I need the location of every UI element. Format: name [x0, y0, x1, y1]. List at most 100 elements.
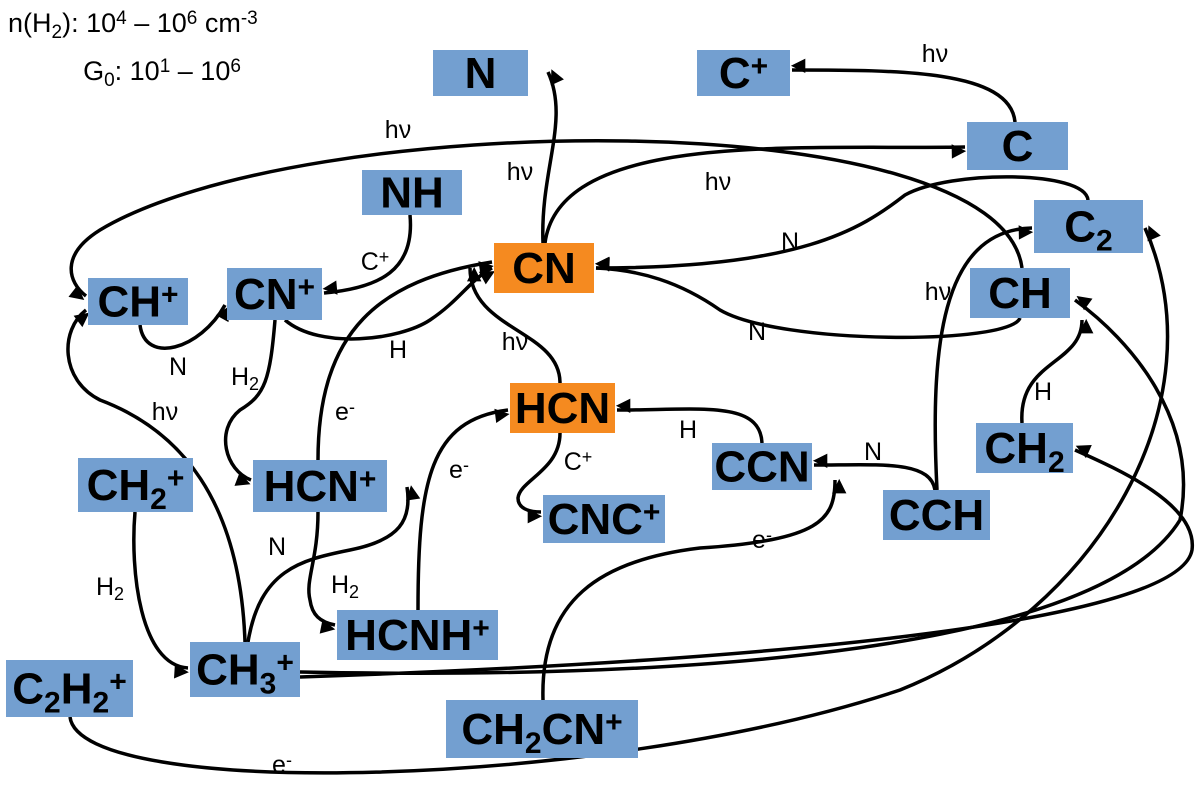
- arrow-CHp-to-CNp: [138, 304, 230, 350]
- reaction-label-HCNp-to-HCNHp: H2: [331, 571, 359, 602]
- arrow-CN-to-N: [541, 69, 564, 244]
- text-run: – 10: [170, 56, 230, 86]
- species-box: [253, 460, 387, 512]
- supscript: +: [109, 666, 127, 699]
- text-run: hν: [705, 168, 731, 196]
- reaction-label-CN-to-N: hν: [507, 158, 533, 186]
- supscript: +: [161, 279, 179, 312]
- text-run: CH: [988, 269, 1052, 318]
- text-run: C: [564, 448, 582, 476]
- species-label: C+: [719, 49, 768, 98]
- species-box: [967, 122, 1068, 170]
- reaction-label-CH3p-to-HCNp: N: [268, 533, 286, 561]
- species-box: [712, 443, 812, 490]
- species-label: CH2CN+: [461, 705, 622, 760]
- reaction-label-CNp-to-CN: H: [389, 336, 407, 364]
- text-run: N: [268, 533, 286, 561]
- supscript: +: [643, 496, 661, 529]
- species-node-CN: CN: [494, 243, 594, 293]
- species-node-HCNHp: HCNH+: [337, 610, 498, 660]
- text-run: n(H: [8, 8, 52, 38]
- text-run: CCH: [889, 491, 984, 540]
- text-run: N: [169, 353, 187, 381]
- reaction-label-HCN-to-CNCp: C+: [564, 447, 593, 476]
- reaction-label-CCH-to-CCN: N: [864, 438, 882, 466]
- supscript: -: [463, 455, 469, 475]
- species-node-NH: NH: [362, 169, 462, 218]
- subscript: 2: [150, 483, 167, 516]
- supscript: +: [298, 271, 316, 304]
- text-run: N: [465, 49, 497, 98]
- species-box: [510, 383, 615, 433]
- species-box: [970, 268, 1070, 318]
- text-run: H: [331, 571, 349, 599]
- arrow-CN-to-C: [543, 144, 967, 244]
- text-run: H: [389, 336, 407, 364]
- species-label: CN: [512, 244, 576, 293]
- text-run: H: [679, 416, 697, 444]
- arrow-CH3p-to-CH2: [299, 444, 1194, 679]
- species-node-CNp: CN+: [227, 268, 322, 320]
- species-node-CH2p: CH2+: [78, 458, 193, 516]
- arrow-CH3p-to-CHp: [66, 308, 247, 643]
- reaction-label-CCH-to-C2: hν: [925, 278, 951, 306]
- reaction-label-C-to-Cp: hν: [922, 40, 948, 68]
- species-node-Cp: C+: [697, 49, 790, 98]
- species-box: [1034, 200, 1143, 253]
- species-label: CH: [988, 269, 1052, 318]
- supscript: +: [582, 447, 593, 467]
- supscript: 6: [187, 8, 198, 29]
- text-run: C: [719, 49, 751, 98]
- supscript: +: [379, 247, 390, 267]
- supscript: +: [751, 50, 769, 83]
- supscript: 4: [116, 8, 127, 29]
- text-run: e: [272, 751, 286, 779]
- species-node-CNCp: CNC+: [543, 495, 665, 544]
- arrow-HCNp-to-CN: [316, 260, 494, 461]
- arrow-CH-to-CN: [595, 257, 1022, 340]
- text-run: hν: [502, 328, 528, 356]
- species-node-C2H2p: C2H2+: [6, 660, 133, 720]
- species-label: CCN: [714, 443, 809, 492]
- species-box: [976, 423, 1073, 473]
- species-box: [543, 495, 665, 543]
- species-box: [190, 642, 300, 697]
- reaction-label-HCNHp-to-HCN: e-: [449, 455, 469, 484]
- reaction-label-C2H2p-to-C2: e-: [272, 750, 292, 779]
- species-label: C: [1002, 122, 1034, 171]
- text-run: N: [781, 228, 799, 256]
- text-run: C: [1002, 122, 1034, 171]
- reaction-label-CH3p-to-CHp: hν: [152, 398, 178, 426]
- species-label: CH3+: [196, 646, 294, 701]
- species-box: [362, 170, 462, 215]
- subscript: 2: [44, 687, 61, 720]
- subscript: 2: [1096, 225, 1113, 258]
- arrow-NH-to-CNp: [322, 214, 413, 295]
- reaction-label-CCN-to-HCN: H: [679, 416, 697, 444]
- subscript: 2: [249, 374, 259, 394]
- reaction-label-HCN-to-CN: hν: [502, 328, 528, 356]
- supscript: 6: [230, 56, 241, 77]
- text-run: N: [864, 438, 882, 466]
- species-node-CHp: CH+: [88, 278, 188, 327]
- text-run: C: [12, 665, 44, 714]
- species-node-CCN: CCN: [712, 443, 812, 492]
- text-run: cm: [197, 8, 241, 38]
- text-run: CH: [87, 461, 151, 510]
- species-label: HCN: [515, 384, 610, 433]
- species-node-CH3p: CH3+: [190, 642, 300, 701]
- species-box: [494, 243, 594, 293]
- text-run: : 10: [115, 56, 160, 86]
- text-run: HCN: [515, 384, 610, 433]
- species-label: CH+: [97, 278, 178, 327]
- arrow-HCN-to-CNCp: [516, 432, 562, 524]
- supscript: -: [286, 750, 292, 770]
- text-run: – 10: [127, 8, 187, 38]
- text-run: CNC: [548, 495, 643, 544]
- text-run: HCNH: [345, 611, 472, 660]
- species-node-C2: C2: [1034, 200, 1143, 258]
- species-label: NH: [380, 169, 444, 218]
- supscript: -3: [241, 8, 258, 29]
- supscript: +: [359, 463, 377, 496]
